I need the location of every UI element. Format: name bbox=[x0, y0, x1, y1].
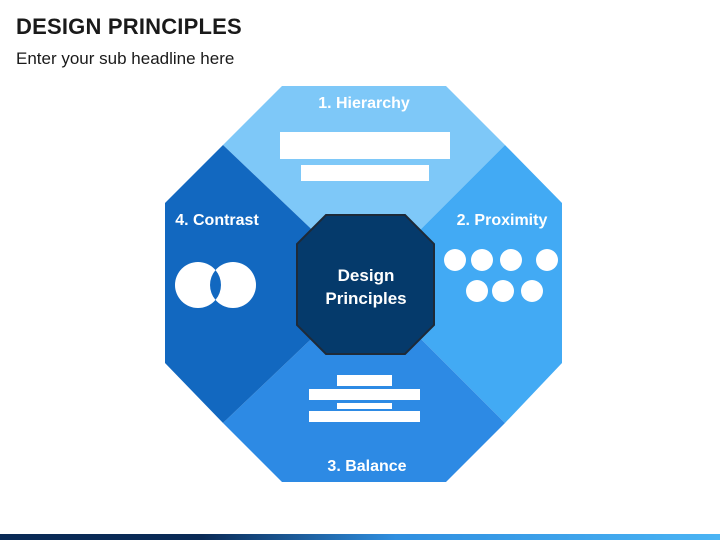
page-subtitle: Enter your sub headline here bbox=[16, 49, 235, 68]
segment-proximity-label: 2. Proximity bbox=[457, 212, 548, 229]
hierarchy-bar-top bbox=[280, 132, 450, 159]
contrast-circles-icon bbox=[175, 262, 256, 308]
proximity-dot bbox=[466, 280, 488, 302]
center-octagon: Design Principles bbox=[296, 214, 435, 355]
center-octagon-shape bbox=[296, 214, 435, 355]
proximity-dot bbox=[471, 249, 493, 271]
proximity-dot bbox=[500, 249, 522, 271]
segment-hierarchy: 1. Hierarchy bbox=[223, 86, 505, 243]
segment-contrast: 4. Contrast bbox=[165, 145, 326, 423]
balance-bar bbox=[337, 375, 392, 386]
balance-bar bbox=[337, 403, 392, 409]
segment-proximity: 2. Proximity bbox=[407, 145, 562, 423]
balance-bars-icon bbox=[309, 375, 420, 422]
segment-balance-label: 3. Balance bbox=[327, 458, 406, 475]
balance-bar bbox=[309, 411, 420, 422]
proximity-dot bbox=[536, 249, 558, 271]
proximity-dot bbox=[521, 280, 543, 302]
bottom-accent-bar bbox=[0, 534, 720, 540]
contrast-overlap bbox=[210, 270, 221, 300]
proximity-dots-icon bbox=[444, 249, 558, 302]
center-label-line2: Principles bbox=[325, 289, 406, 308]
proximity-dot bbox=[444, 249, 466, 271]
proximity-dot bbox=[492, 280, 514, 302]
segment-hierarchy-label: 1. Hierarchy bbox=[318, 95, 410, 112]
center-label-line1: Design bbox=[338, 266, 395, 285]
segment-balance: 3. Balance bbox=[223, 325, 505, 482]
balance-bar bbox=[309, 389, 420, 400]
hierarchy-bars-icon bbox=[280, 132, 450, 181]
segment-contrast-label: 4. Contrast bbox=[175, 212, 259, 229]
segment-hierarchy-shape bbox=[223, 86, 505, 243]
page-title: DESIGN PRINCIPLES bbox=[16, 14, 242, 39]
hierarchy-bar-bottom bbox=[301, 165, 429, 181]
contrast-circle-right bbox=[210, 262, 256, 308]
contrast-circle-left bbox=[175, 262, 221, 308]
